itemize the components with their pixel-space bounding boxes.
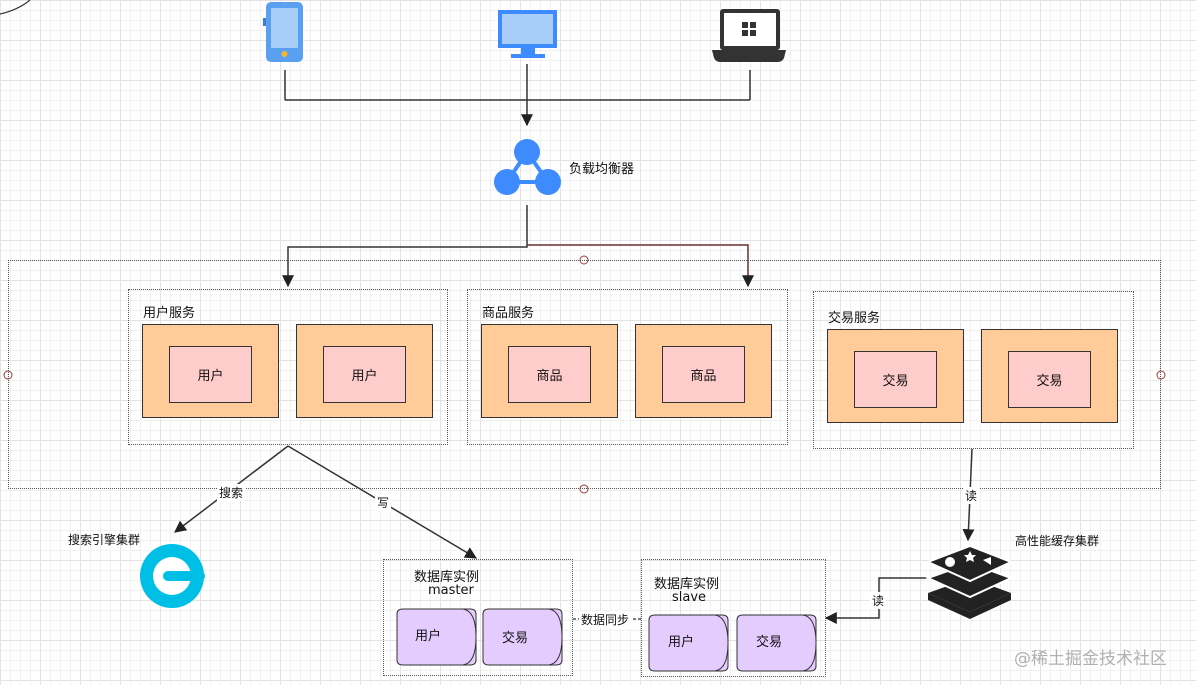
- db-master-group: 数据库实例 master: [383, 559, 573, 676]
- cache-cluster-icon: [925, 544, 1014, 619]
- db-slave-user-text: 用户: [668, 634, 694, 650]
- db-master-user-text: 用户: [415, 628, 441, 644]
- db-slave-title: 数据库实例: [654, 577, 720, 592]
- db-master-trade-text: 交易: [502, 630, 528, 646]
- service-cluster-container: [8, 260, 1161, 489]
- edge-label-read-cache: 读: [963, 487, 980, 504]
- user-instance: 用户: [142, 324, 279, 418]
- cache-cluster-label: 高性能缓存集群: [1015, 534, 1100, 548]
- db-master-title: 数据库实例: [414, 570, 480, 585]
- phone-icon: [263, 2, 303, 62]
- db-master-subtitle: master: [428, 583, 474, 598]
- load-balancer-label: 负载均衡器: [569, 162, 635, 177]
- user-service-group: 用户服务 用户 用户: [128, 289, 448, 445]
- product-instance: 商品: [481, 324, 618, 418]
- db-slave-group: 数据库实例 slave: [641, 559, 826, 677]
- search-cluster-label: 搜索引擎集群: [68, 533, 141, 547]
- lb-connectors: [282, 205, 754, 288]
- trade-service-title: 交易服务: [828, 311, 881, 326]
- trade-service-group: 交易服务 交易 交易: [813, 291, 1134, 449]
- product-instance-label: 商品: [662, 346, 745, 403]
- db-slave-trade-text: 交易: [756, 634, 782, 650]
- trade-instance-label: 交易: [1008, 351, 1091, 408]
- trade-instance-label: 交易: [854, 351, 937, 408]
- load-balancer-icon: [494, 139, 561, 195]
- device-connectors: [284, 64, 751, 127]
- edge-label-write: 写: [375, 494, 392, 511]
- db-slave-subtitle: slave: [672, 590, 707, 605]
- trade-instance: 交易: [981, 329, 1118, 423]
- desktop-icon: [498, 10, 557, 58]
- trade-instance: 交易: [827, 329, 964, 423]
- edge-label-search: 搜索: [217, 484, 246, 501]
- corner-arc: [0, 0, 31, 15]
- user-instance-label: 用户: [323, 346, 406, 403]
- product-instance: 商品: [635, 324, 772, 418]
- user-service-title: 用户服务: [143, 306, 196, 321]
- db-master-cylinder-user: 用户: [396, 608, 477, 666]
- edge-label-sync: 数据同步: [579, 611, 632, 628]
- edge-label-read-slave: 读: [870, 592, 887, 609]
- watermark: @稀土掘金技术社区: [1014, 649, 1167, 669]
- product-service-title: 商品服务: [482, 306, 535, 321]
- search-engine-icon: [140, 544, 205, 608]
- user-instance-label: 用户: [169, 346, 252, 403]
- db-slave-cylinder-trade: 交易: [736, 614, 817, 672]
- laptop-icon: [712, 9, 786, 62]
- user-instance: 用户: [296, 324, 433, 418]
- db-master-cylinder-trade: 交易: [482, 608, 563, 666]
- product-instance-label: 商品: [508, 346, 591, 403]
- product-service-group: 商品服务 商品 商品: [467, 289, 788, 445]
- db-slave-cylinder-user: 用户: [648, 614, 729, 672]
